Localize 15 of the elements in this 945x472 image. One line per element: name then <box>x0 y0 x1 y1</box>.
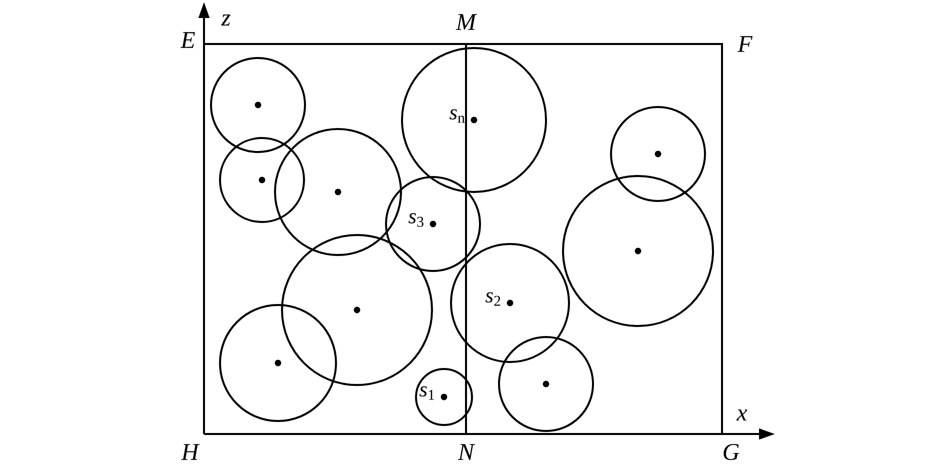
circle <box>210 57 306 153</box>
circle <box>219 137 305 223</box>
corner-label: H <box>181 444 200 460</box>
corner-label: F <box>738 36 753 52</box>
circle <box>562 175 714 327</box>
circle <box>498 336 594 432</box>
corner-label: G <box>724 444 740 460</box>
circle <box>219 304 337 422</box>
circle <box>274 128 402 256</box>
axis-label: z <box>221 14 230 26</box>
point-label: N <box>458 444 476 460</box>
circle <box>610 106 706 202</box>
circle <box>281 234 433 386</box>
corner-label: E <box>180 32 195 48</box>
axis-label: x <box>736 410 748 421</box>
